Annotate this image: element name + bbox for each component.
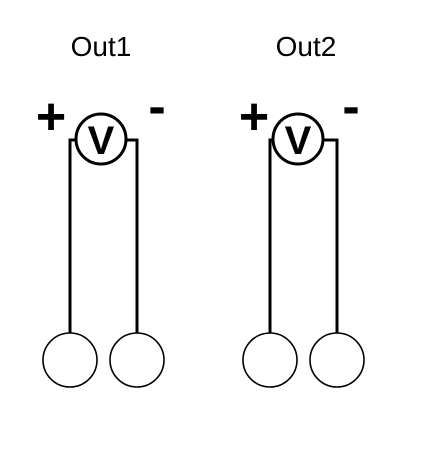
positive-wire-2 <box>268 138 275 333</box>
positive-terminal-2 <box>242 332 298 388</box>
negative-wire-1 <box>124 138 139 333</box>
output-group-1: Out1 V + - <box>36 31 166 388</box>
minus-sign-2: - <box>342 78 359 136</box>
output-title-1: Out1 <box>71 31 132 62</box>
output-title-2: Out2 <box>276 31 337 62</box>
negative-terminal-1 <box>109 332 165 388</box>
plus-sign-1: + <box>36 88 66 146</box>
voltmeter-letter-2: V <box>285 119 312 163</box>
voltmeter-symbol-1 <box>74 112 128 166</box>
voltmeter-letter-1: V <box>88 119 115 163</box>
plus-sign-2: + <box>239 88 269 146</box>
positive-terminal-1 <box>42 332 98 388</box>
positive-wire-1 <box>68 138 78 333</box>
negative-terminal-2 <box>309 332 365 388</box>
voltmeter-symbol-2 <box>271 112 325 166</box>
output-group-2: Out2 V + - <box>239 31 365 388</box>
minus-sign-1: - <box>148 78 165 136</box>
negative-wire-2 <box>321 138 339 333</box>
